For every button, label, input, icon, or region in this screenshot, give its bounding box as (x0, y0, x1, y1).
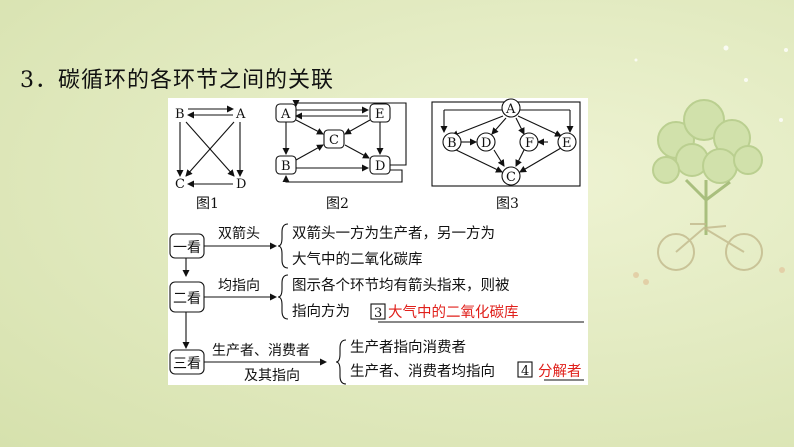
fig3-node-e: E (562, 136, 572, 151)
fig2-arrow-e-c (344, 119, 371, 135)
figure-1: B A C D 图1 (175, 105, 246, 212)
fig3-arrow-a-b (451, 115, 504, 138)
step3-label: 三看 (173, 356, 201, 372)
fig3-arrow-f-c (515, 149, 525, 167)
step3-line1: 生产者指向消费者 (350, 339, 466, 356)
step3-key-line2: 及其指向 (244, 368, 300, 384)
fig3-node-b-circle (442, 132, 462, 152)
step3-brace (335, 339, 347, 385)
fig3-caption: 图3 (496, 196, 519, 212)
fig3-node-f-circle (519, 132, 539, 152)
step2-label: 二看 (173, 291, 201, 307)
step1-brace (277, 223, 289, 269)
fig2-arrow-b-c (295, 144, 324, 161)
carbon-cycle-panel: B A C D 图1 A E C B D (168, 98, 588, 385)
fig3-node-d: D (481, 136, 491, 151)
step1-line2: 大气中的二氧化碳库 (292, 251, 423, 268)
fig3-arrow-a-d (491, 117, 507, 135)
fig2-arrow-d-b-loop (282, 169, 403, 183)
fig2-arrow-a-c (295, 119, 324, 135)
step2-answer: 大气中的二氧化碳库 (388, 304, 519, 321)
fig2-node-d: D (375, 159, 385, 174)
step3-line2: 生产者、消费者均指向 (350, 363, 495, 380)
page-title: 3．碳循环的各环节之间的关联 (20, 68, 334, 93)
step2-brace (277, 274, 289, 320)
step2-line2: 指向方为 (292, 303, 350, 320)
step1-line1: 双箭头一方为生产者，另一方为 (292, 224, 495, 242)
steps-flow: 一看 二看 三看 双箭头 双箭头一方为生产者，另一方为 大气中的二氧化碳库 均指… (169, 223, 584, 385)
fig3-node-a-circle (501, 98, 521, 118)
fig2-arrow-d-a-loop (292, 100, 407, 166)
fig3-arrow-a-f (515, 117, 525, 135)
fig2-node-b-box (275, 155, 297, 175)
fig2-node-c: C (329, 133, 339, 148)
fig2-node-b: B (281, 159, 291, 174)
fig3-node-c: C (506, 170, 516, 185)
fig2-caption: 图2 (326, 196, 349, 212)
fig1-node-d: D (236, 177, 246, 192)
figure-2: A E C B D 图2 (275, 100, 407, 212)
step2-key: 均指向 (218, 278, 260, 294)
fig1-caption: 图1 (196, 196, 219, 212)
figure-3: A B D F E C 图3 (431, 98, 581, 212)
fig3-arrow-e-c (519, 147, 562, 173)
fig1-node-b: B (175, 107, 185, 122)
step2-blank-box (370, 303, 386, 320)
fig3-node-b: B (447, 136, 457, 151)
fig1-node-a: A (235, 107, 246, 122)
fig3-arrow-b-c (451, 147, 503, 173)
fig2-node-c-box (323, 129, 345, 149)
carbon-cycle-diagram: B A C D 图1 A E C B D (169, 98, 584, 385)
fig1-node-c: C (175, 177, 185, 192)
fig3-node-a: A (505, 102, 516, 117)
step2-line1: 图示各个环节均有箭头指来，则被 (292, 276, 510, 294)
fig2-arrow-c-d (344, 144, 370, 159)
step3-key-line1: 生产者、消费者 (212, 343, 310, 359)
fig3-node-e-circle (557, 132, 577, 152)
fig1-arrow-a-c (185, 121, 235, 177)
fig2-node-a: A (280, 107, 291, 122)
fig2-node-e: E (375, 107, 385, 122)
step1-label: 一看 (173, 240, 201, 256)
step1-key: 双箭头 (218, 225, 260, 242)
fig3-arrow-a-e (517, 115, 562, 137)
fig3-node-d-circle (476, 132, 496, 152)
fig3-node-f: F (525, 136, 534, 151)
fig3-arrow-d-c (493, 149, 505, 167)
step2-blank-number: 3 (374, 306, 382, 321)
step3-blank-box (517, 361, 533, 378)
fig3-node-c-circle (501, 166, 521, 186)
step3-answer: 分解者 (538, 363, 582, 380)
step3-blank-number: 4 (521, 364, 529, 379)
tree-bicycle-illustration (633, 45, 788, 285)
